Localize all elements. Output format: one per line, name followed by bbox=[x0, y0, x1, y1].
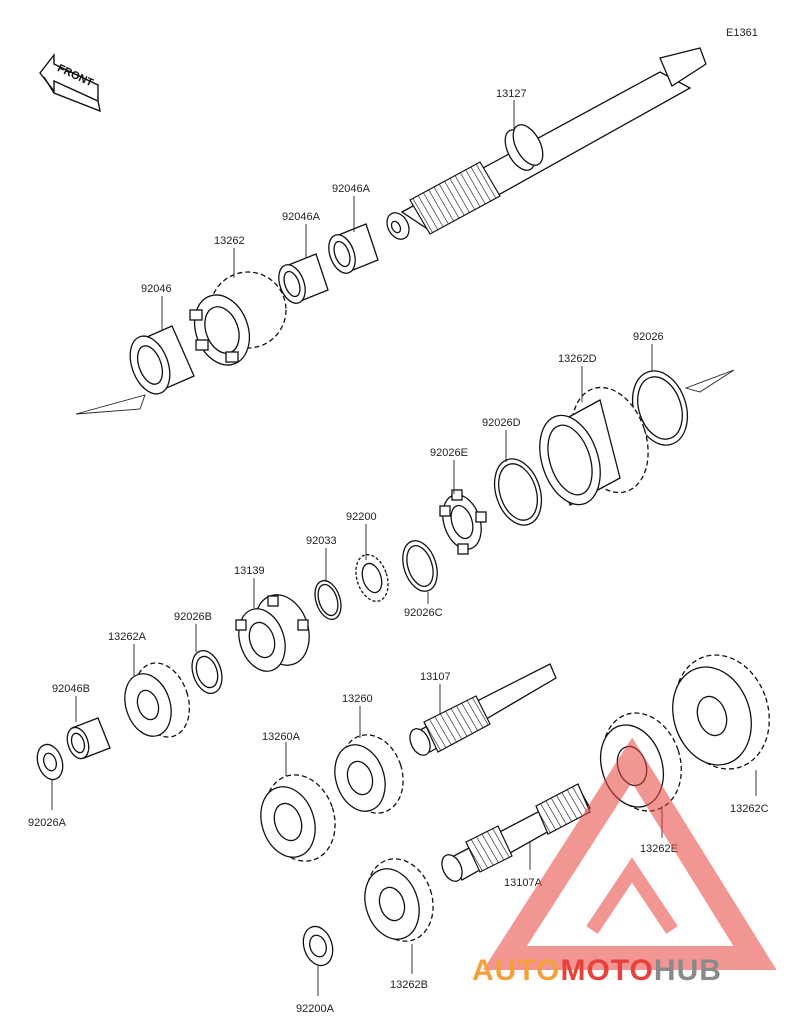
axis-line-upper-left bbox=[75, 394, 146, 415]
label-13262B[interactable]: 13262B bbox=[390, 979, 428, 991]
gear-13262C bbox=[672, 654, 770, 770]
watermark-text-moto: MOTO bbox=[560, 954, 653, 987]
gear-13139 bbox=[235, 594, 310, 672]
circlip-92033 bbox=[314, 579, 342, 621]
gear-13262 bbox=[189, 271, 287, 366]
needle-bearing-92046B bbox=[66, 717, 111, 760]
label-92200A[interactable]: 92200A bbox=[296, 1003, 335, 1015]
watermark-logo bbox=[483, 737, 777, 970]
label-92046B[interactable]: 92046B bbox=[52, 683, 90, 695]
gear-13262D bbox=[539, 386, 649, 506]
washer-92200A bbox=[302, 925, 334, 967]
watermark-text-auto: AUTO bbox=[472, 954, 560, 987]
shaft-13107 bbox=[409, 663, 557, 756]
label-13139[interactable]: 13139 bbox=[234, 565, 265, 577]
label-92026[interactable]: 92026 bbox=[633, 331, 664, 343]
watermark-text: AUTOMOTOHUB bbox=[472, 954, 722, 987]
label-13262C[interactable]: 13262C bbox=[730, 803, 769, 815]
washer-92026 bbox=[631, 370, 689, 446]
gear-13262B bbox=[364, 858, 434, 942]
label-92026B[interactable]: 92026B bbox=[174, 611, 212, 623]
label-13127[interactable]: 13127 bbox=[496, 88, 527, 100]
watermark-text-hub: HUB bbox=[654, 954, 722, 987]
label-13260A[interactable]: 13260A bbox=[262, 731, 301, 743]
label-92026C[interactable]: 92026C bbox=[404, 607, 443, 619]
lockwasher-92026E bbox=[439, 489, 487, 555]
needle-bearing-92046 bbox=[129, 325, 195, 395]
label-92046A-1[interactable]: 92046A bbox=[332, 183, 371, 195]
gear-13260A bbox=[260, 774, 336, 862]
label-92026A[interactable]: 92026A bbox=[28, 817, 67, 829]
diagram-code: E1361 bbox=[726, 27, 758, 39]
axis-line-right bbox=[684, 369, 735, 393]
gear-13260 bbox=[334, 734, 404, 814]
label-13107A[interactable]: 13107A bbox=[504, 877, 543, 889]
label-13262E[interactable]: 13262E bbox=[640, 843, 678, 855]
label-13260[interactable]: 13260 bbox=[342, 693, 373, 705]
label-13262[interactable]: 13262 bbox=[214, 235, 245, 247]
washer-92026B bbox=[191, 649, 223, 695]
needle-bearing-92046A-1 bbox=[328, 223, 379, 274]
label-13262D[interactable]: 13262D bbox=[558, 353, 597, 365]
washer-92026A bbox=[36, 743, 64, 781]
part-labels: 13127 92046A 92046A 13262 92046 92026 13… bbox=[28, 88, 769, 1015]
gear-13262A bbox=[124, 662, 191, 738]
label-13262A[interactable]: 13262A bbox=[108, 631, 147, 643]
label-92200[interactable]: 92200 bbox=[346, 511, 377, 523]
main-shaft-13127 bbox=[386, 47, 707, 240]
label-92026E[interactable]: 92026E bbox=[430, 447, 468, 459]
svg-text:AUTOMOTOHUB: AUTOMOTOHUB bbox=[472, 954, 722, 987]
label-92046[interactable]: 92046 bbox=[141, 283, 172, 295]
label-92033[interactable]: 92033 bbox=[306, 535, 337, 547]
leader-lines bbox=[51, 100, 757, 996]
washer-92026C bbox=[402, 540, 438, 592]
label-13107[interactable]: 13107 bbox=[420, 671, 451, 683]
front-arrow-icon: FRONT bbox=[39, 52, 101, 113]
label-92046A-2[interactable]: 92046A bbox=[282, 211, 321, 223]
splined-washer-92200 bbox=[355, 554, 389, 602]
label-92026D[interactable]: 92026D bbox=[482, 417, 521, 429]
washer-92026D bbox=[493, 458, 543, 526]
